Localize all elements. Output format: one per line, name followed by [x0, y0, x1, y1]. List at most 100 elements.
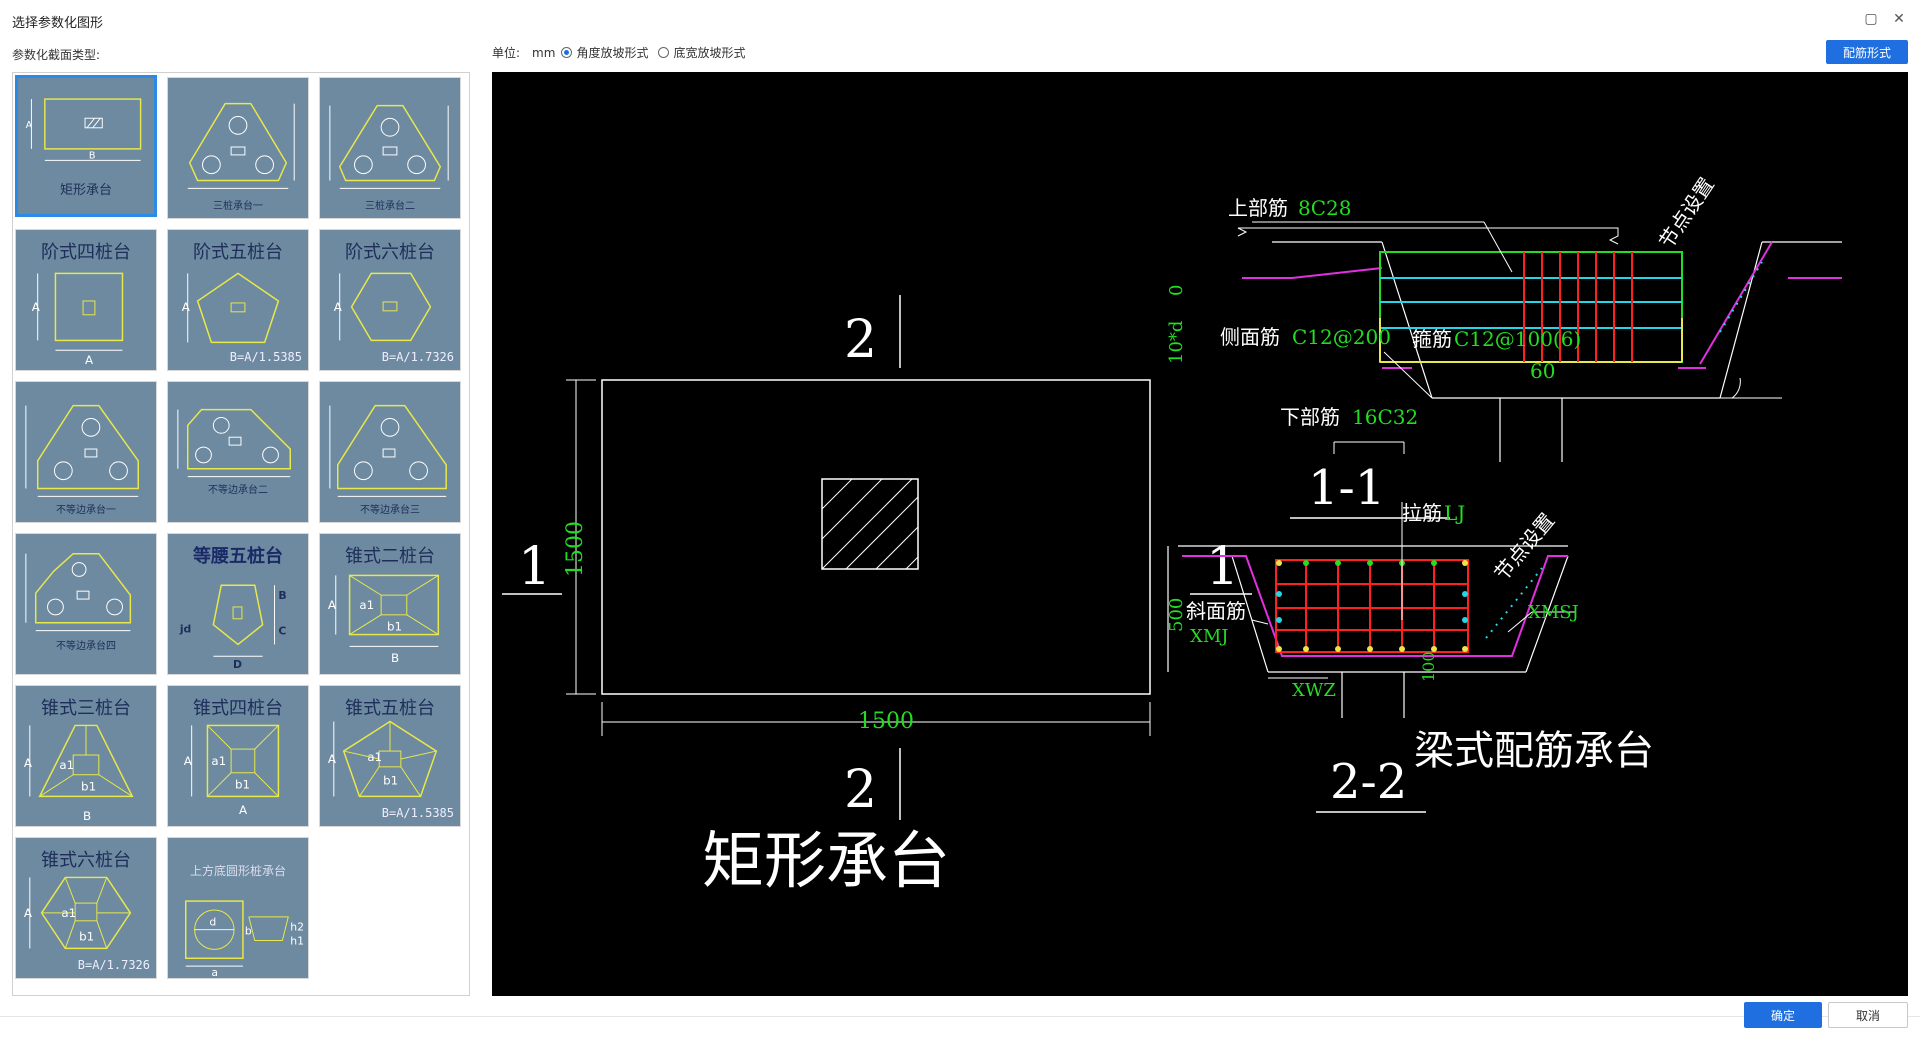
thumb-unequal-2[interactable]: 不等边承台二: [167, 381, 309, 523]
svg-text:D: D: [233, 658, 242, 671]
svg-text:b1: b1: [235, 778, 250, 792]
svg-text:A: A: [85, 353, 93, 367]
thumb-label: 矩形承台: [59, 183, 112, 198]
svg-text:A: A: [24, 756, 32, 770]
cancel-button[interactable]: 取消: [1828, 1002, 1908, 1028]
thumb-unequal-3[interactable]: 不等边承台三: [319, 381, 461, 523]
footer-separator: [0, 1016, 1920, 1017]
thumb-formula: B=A/1.5385: [229, 350, 302, 364]
thumb-cone-four[interactable]: A a1 b1 A 锥式四桩台: [167, 685, 309, 827]
svg-text:B: B: [278, 589, 286, 602]
sec11-angle: 60: [1530, 359, 1555, 383]
sec22-xwz: XWZ: [1292, 680, 1336, 701]
thumb-cone-two[interactable]: A a1 b1 B 锥式二桩台: [319, 533, 461, 675]
thumb-formula: B=A/1.5385: [381, 806, 454, 820]
unit-label: 单位:: [492, 46, 521, 60]
sec11-bottom-bar-value: 16C32: [1352, 405, 1418, 429]
unit-row: 单位: mm 角度放坡形式 底宽放坡形式: [492, 44, 745, 61]
thumb-label: 三桩承台二: [365, 201, 415, 212]
svg-text:a1: a1: [211, 754, 226, 768]
thumb-cone-six[interactable]: A a1 b1 锥式六桩台 B=A/1.7326: [15, 837, 157, 979]
thumb-rect-cap-drawing: A B: [26, 98, 142, 161]
svg-text:A: A: [24, 906, 32, 920]
title-bar: 选择参数化图形 ▢ ✕: [0, 0, 1920, 40]
section-mark-1-right: 1: [1206, 537, 1239, 597]
sec22-title: 2-2: [1330, 754, 1407, 810]
restore-icon[interactable]: ▢: [1864, 11, 1878, 27]
dim-height-1500: 1500: [563, 521, 588, 577]
section-type-label: 参数化截面类型:: [12, 48, 101, 62]
svg-text:b1: b1: [383, 774, 398, 788]
svg-text:A: A: [328, 598, 336, 612]
sec22-slope-bar-value: XMJ: [1190, 626, 1228, 647]
svg-text:a1: a1: [59, 758, 74, 772]
sec11-dim-zero: 0: [1166, 285, 1187, 296]
thumb-label: 等腰五桩台: [193, 546, 283, 567]
thumb-dim-A: A: [26, 120, 33, 131]
rebar-mode-button[interactable]: 配筋形式: [1826, 40, 1908, 64]
sec11-bottom-bar-label: 下部筋: [1280, 405, 1340, 429]
svg-text:b1: b1: [79, 930, 94, 944]
thumb-label: 阶式五桩台: [193, 242, 283, 263]
thumb-rect-cap[interactable]: A B 矩形承台: [15, 75, 157, 217]
thumb-unequal-4[interactable]: 不等边承台四: [15, 533, 157, 675]
beam-cap-caption: 梁式配筋承台: [1414, 728, 1654, 774]
thumb-cone-five[interactable]: A a1 b1 锥式五桩台 B=A/1.5385: [319, 685, 461, 827]
sec11-title: 1-1: [1308, 460, 1385, 516]
svg-text:b1: b1: [81, 780, 96, 794]
svg-text:a1: a1: [367, 750, 382, 764]
radio-angle-slope-indicator[interactable]: [561, 47, 573, 58]
svg-text:A: A: [184, 754, 192, 768]
thumb-step-five-pile[interactable]: A 阶式五桩台 B=A/1.5385: [167, 229, 309, 371]
sec22-node-label: 节点设置: [1489, 509, 1559, 586]
thumb-dim-B: B: [89, 150, 96, 161]
thumb-step-six-pile[interactable]: A 阶式六桩台 B=A/1.7326: [319, 229, 461, 371]
thumb-cone-three[interactable]: A a1 b1 B 锥式三桩台: [15, 685, 157, 827]
svg-text:h2: h2: [290, 921, 304, 934]
radio-angle-slope[interactable]: 角度放坡形式: [561, 44, 648, 61]
sec11-side-bar-label: 侧面筋: [1220, 325, 1280, 349]
svg-text:a: a: [211, 966, 218, 978]
sec11-dim-10d: 10*d: [1166, 321, 1187, 364]
thumb-label: 上方底圆形桩承台: [189, 864, 286, 878]
svg-text:B: B: [83, 809, 91, 823]
thumb-three-pile-1[interactable]: 三桩承台一: [167, 77, 309, 219]
dim-width-1500: 1500: [858, 709, 914, 734]
section-mark-2-top: 2: [844, 310, 877, 370]
svg-text:A: A: [182, 300, 190, 314]
sec22-tie-value: LJ: [1444, 501, 1465, 525]
thumb-three-pile-2[interactable]: 三桩承台二: [319, 77, 461, 219]
cad-drawing: 2 2 1 1 1500 1500 矩形承台: [502, 173, 1842, 897]
thumb-label: 不等边承台二: [208, 485, 268, 496]
window-title: 选择参数化图形: [12, 16, 104, 31]
ok-button[interactable]: 确定: [1744, 1002, 1822, 1028]
thumb-label: 阶式六桩台: [345, 242, 435, 263]
svg-text:A: A: [32, 300, 40, 314]
sec11-top-bar-label: 上部筋: [1228, 196, 1288, 220]
thumb-step-four-pile[interactable]: A A 阶式四桩台: [15, 229, 157, 371]
thumb-label: 锥式二桩台: [345, 546, 435, 567]
sec22-slope-bar-label: 斜面筋: [1186, 599, 1246, 623]
sec22-dim-100: 100: [1419, 651, 1438, 682]
svg-text:A: A: [328, 752, 336, 766]
thumb-label: 锥式三桩台: [41, 698, 131, 719]
close-icon[interactable]: ✕: [1893, 11, 1905, 27]
radio-width-slope[interactable]: 底宽放坡形式: [658, 44, 745, 61]
radio-width-slope-label: 底宽放坡形式: [673, 46, 746, 60]
thumb-square-round-cap[interactable]: d a b h2 h1 上方底圆形桩承台: [167, 837, 309, 979]
thumb-isosceles-five[interactable]: B C D jd 等腰五桩台: [167, 533, 309, 675]
plan-title: 矩形承台: [702, 824, 950, 897]
svg-text:B: B: [391, 651, 399, 665]
thumb-label: 锥式四桩台: [193, 698, 283, 719]
section-mark-2-bottom: 2: [844, 760, 877, 820]
svg-text:a1: a1: [359, 598, 374, 612]
thumb-unequal-1[interactable]: 不等边承台一: [15, 381, 157, 523]
section-mark-1-left: 1: [518, 537, 551, 597]
thumb-label: 三桩承台一: [213, 201, 263, 212]
svg-text:b1: b1: [387, 620, 402, 634]
thumb-label: 锥式六桩台: [41, 850, 131, 871]
thumb-label: 锥式五桩台: [345, 698, 435, 719]
sec22-xmsj: XMSJ: [1528, 602, 1579, 623]
radio-width-slope-indicator[interactable]: [658, 47, 670, 58]
thumb-label: 不等边承台三: [360, 505, 420, 516]
